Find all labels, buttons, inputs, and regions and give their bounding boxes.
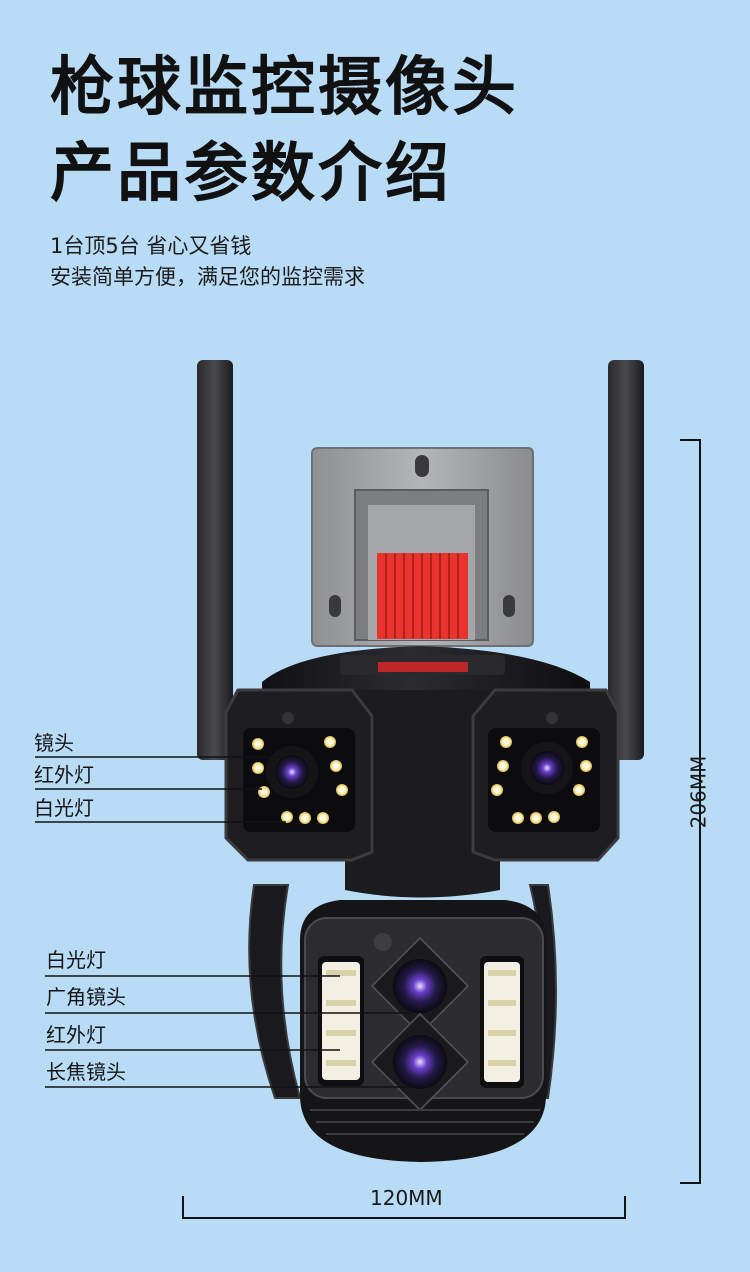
dome-arm-left <box>248 884 302 1099</box>
label-wide-angle-lens: 广角镜头 <box>46 985 126 1009</box>
width-dimension-line <box>182 1196 626 1219</box>
width-dimension-label: 120MM <box>370 1186 443 1210</box>
label-white-light-lower: 白光灯 <box>46 948 106 972</box>
subtitle-line2: 安装简单方便，满足您的监控需求 <box>50 265 365 289</box>
label-white-light: 白光灯 <box>34 796 94 820</box>
antenna-right <box>608 360 644 760</box>
wide-angle-lens <box>393 959 447 1013</box>
label-lens: 镜头 <box>34 731 74 755</box>
label-infrared-light-lower: 红外灯 <box>46 1023 106 1047</box>
height-dimension-line <box>680 439 701 1184</box>
antenna-left <box>197 360 233 760</box>
label-infrared-light: 红外灯 <box>34 763 94 787</box>
page-title-line2: 产品参数介绍 <box>50 137 452 211</box>
telephoto-lens <box>393 1035 447 1089</box>
height-dimension-label: 206MM <box>686 755 711 829</box>
page-title-line1: 枪球监控摄像头 <box>50 51 519 125</box>
label-telephoto-lens: 长焦镜头 <box>46 1060 126 1084</box>
subtitle-line1: 1台顶5台 省心又省钱 <box>50 234 252 258</box>
